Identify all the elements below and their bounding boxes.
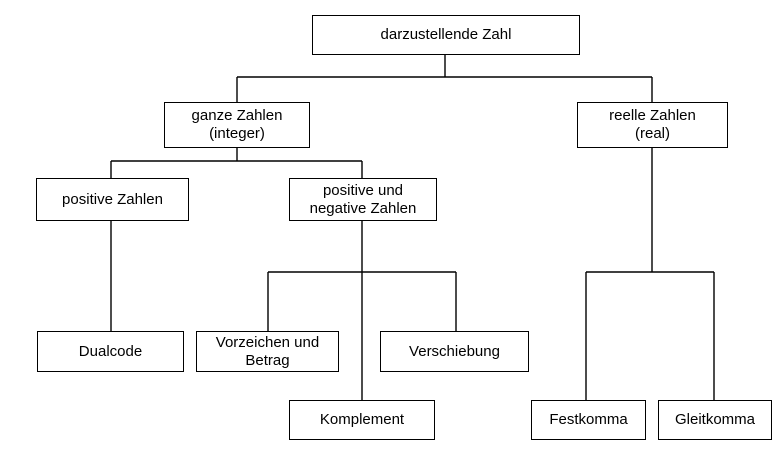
node-label-line: Dualcode [78, 342, 143, 360]
node-floating-point: Gleitkomma [658, 400, 772, 440]
node-label-line: positive Zahlen [62, 190, 163, 208]
node-real: reelle Zahlen(real) [577, 102, 728, 148]
node-complement: Komplement [289, 400, 435, 440]
node-label-line: darzustellende Zahl [380, 26, 512, 43]
node-positive: positive Zahlen [36, 178, 189, 221]
node-label-line: (real) [634, 125, 670, 142]
node-label-line: negative Zahlen [309, 199, 417, 217]
node-offset: Verschiebung [380, 331, 529, 372]
node-label-line: (integer) [209, 125, 265, 142]
node-dualcode: Dualcode [37, 331, 184, 372]
node-label-line: positive und [322, 181, 404, 199]
node-root: darzustellende Zahl [312, 15, 580, 55]
node-fixed-point: Festkomma [531, 400, 646, 440]
node-label-line: Komplement [319, 411, 405, 428]
node-integer: ganze Zahlen(integer) [164, 102, 310, 148]
node-label-line: Festkomma [549, 411, 628, 428]
node-label-line: Gleitkomma [674, 411, 756, 428]
node-label-line: Vorzeichen und [215, 333, 320, 351]
node-label-line: ganze Zahlen [191, 107, 283, 124]
node-label-line: Verschiebung [409, 342, 500, 360]
node-label-line: reelle Zahlen [609, 107, 696, 124]
node-label-line: Betrag [245, 351, 290, 369]
